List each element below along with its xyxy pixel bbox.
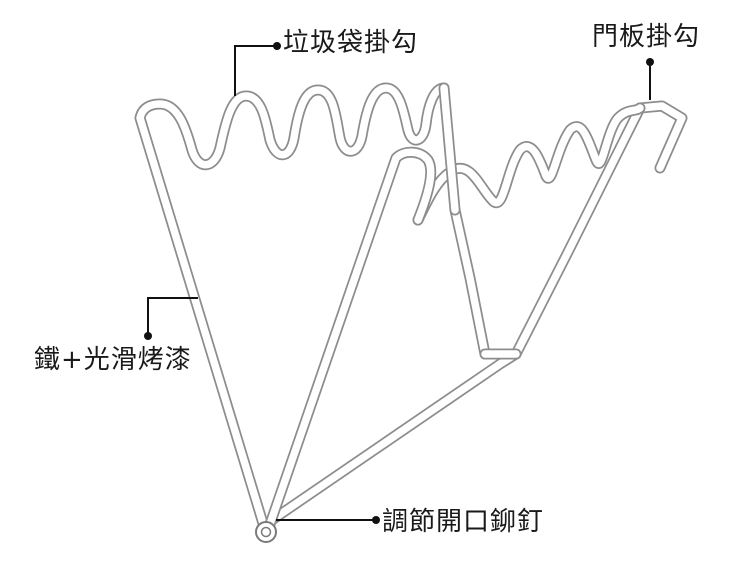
leader-door-hook — [646, 58, 654, 100]
label-material: 鐵+光滑烤漆 — [34, 345, 192, 375]
label-bag-hook: 垃圾袋掛勾 — [283, 28, 419, 58]
bag-hook-frame — [134, 82, 461, 536]
door-hook-frame — [449, 100, 688, 360]
back-wavy-top — [412, 102, 646, 226]
label-rivet: 調節開口鉚釘 — [382, 507, 545, 537]
middle-diagonal-bar — [262, 146, 437, 536]
label-door-hook: 門板掛勾 — [592, 22, 701, 52]
leader-rivet — [276, 516, 380, 524]
bottom-connector-bar — [266, 348, 522, 526]
rivet — [255, 521, 277, 543]
leader-bag-hook — [234, 42, 281, 96]
leader-material — [144, 297, 198, 340]
